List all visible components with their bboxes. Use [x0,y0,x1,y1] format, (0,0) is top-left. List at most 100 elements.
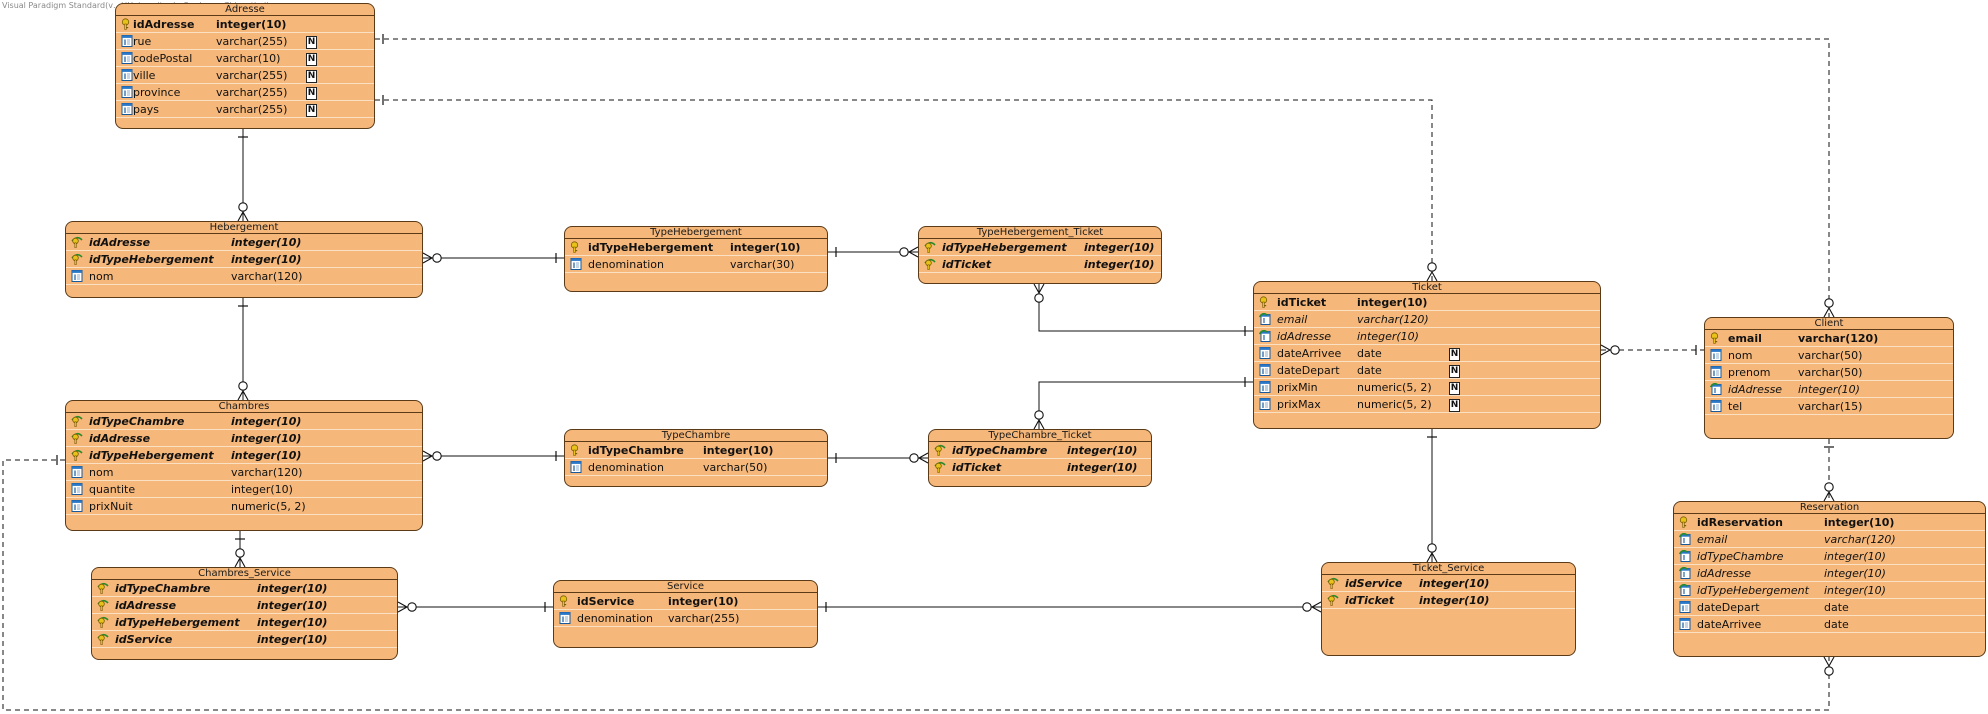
attribute-name: email [1277,313,1308,326]
attribute-type: varchar(120) [1357,313,1429,326]
attribute-name: idTypeHebergement [942,241,1067,254]
attribute-type: integer(10) [1067,461,1138,474]
attribute-row[interactable]: idTicket integer(10) [1322,592,1575,609]
attribute-type: numeric(5, 2) [1357,398,1432,411]
entity-title: Adresse [116,4,374,16]
attribute-type: integer(10) [231,483,293,496]
attribute-name: idService [115,633,173,646]
attribute-name: email [1728,332,1762,345]
cardinality-many-mark [1823,656,1835,668]
attribute-name: dateDepart [1277,364,1340,377]
attribute-type: date [1357,347,1382,360]
cardinality-many-mark [422,252,434,264]
attribute-name: idTypeHebergement [588,241,714,254]
attribute-type: varchar(50) [703,461,768,474]
attribute-name: idTicket [1345,594,1395,607]
attribute-type: integer(10) [1419,594,1490,607]
attribute-row[interactable]: idTypeHebergement integer(10) [565,239,827,256]
attribute-row[interactable]: email varchar(120) [1254,311,1600,328]
attribute-type: integer(10) [231,449,302,462]
attribute-type: integer(10) [1357,330,1419,343]
attribute-name: idTypeChambre [1697,550,1784,563]
attribute-type: integer(10) [730,241,801,254]
attribute-name: idTicket [942,258,992,271]
attribute-name: denomination [588,258,665,271]
attribute-type: varchar(255) [216,86,288,99]
nullable-badge: N [306,87,317,100]
nullable-badge: N [306,53,317,66]
attribute-type: integer(10) [257,599,328,612]
cardinality-zero-mark [235,548,245,558]
attribute-name: idTypeChambre [89,415,185,428]
attribute-name: idAdresse [89,236,151,249]
attribute-type: numeric(5, 2) [231,500,306,513]
cardinality-zero-mark [1302,602,1312,612]
attribute-type: integer(10) [668,595,739,608]
cardinality-zero-mark [1824,666,1834,676]
attribute-type: varchar(255) [216,69,288,82]
relationship-line [375,38,1830,317]
attribute-type: varchar(255) [668,612,740,625]
